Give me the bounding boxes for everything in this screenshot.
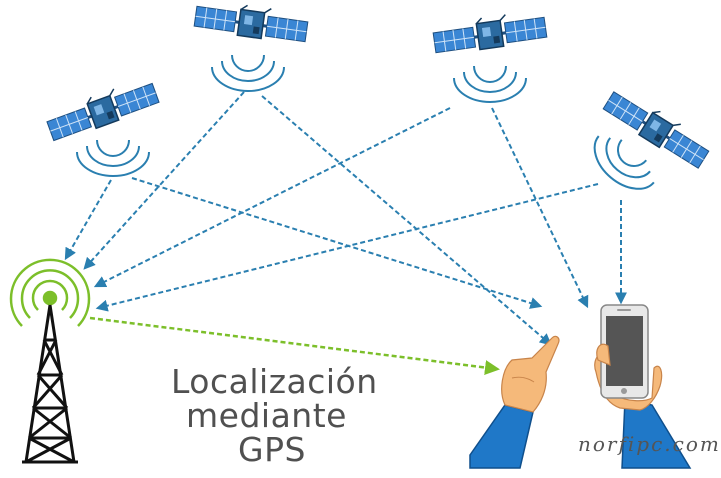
satellite-icon: [430, 7, 549, 58]
title-line-1: Localización: [171, 362, 378, 401]
satellite-signal-icon: [211, 54, 285, 92]
title-line-2: mediante: [186, 396, 347, 435]
signal-arrow: [131, 177, 543, 309]
satellite-icon: [192, 0, 311, 47]
satellite-signal-icon: [76, 139, 150, 177]
satellite-icon: [600, 83, 715, 173]
cell-tower-icon: [9, 258, 91, 464]
signal-arrow: [95, 183, 599, 312]
signal-arrow: [491, 107, 589, 309]
watermark: norfipc.com: [578, 432, 721, 456]
signal-arrow: [64, 179, 112, 261]
smartphone-icon: [594, 304, 692, 469]
signal-arrow: [93, 107, 451, 288]
tower-to-hand-arrow: [89, 316, 500, 375]
satellite-signal-icon: [453, 65, 527, 103]
title-line-3: GPS: [238, 430, 306, 469]
signal-arrow: [261, 95, 552, 346]
satellite-icon: [42, 74, 162, 145]
pointing-hand-icon: [469, 335, 560, 469]
signal-arrows: [64, 91, 627, 346]
